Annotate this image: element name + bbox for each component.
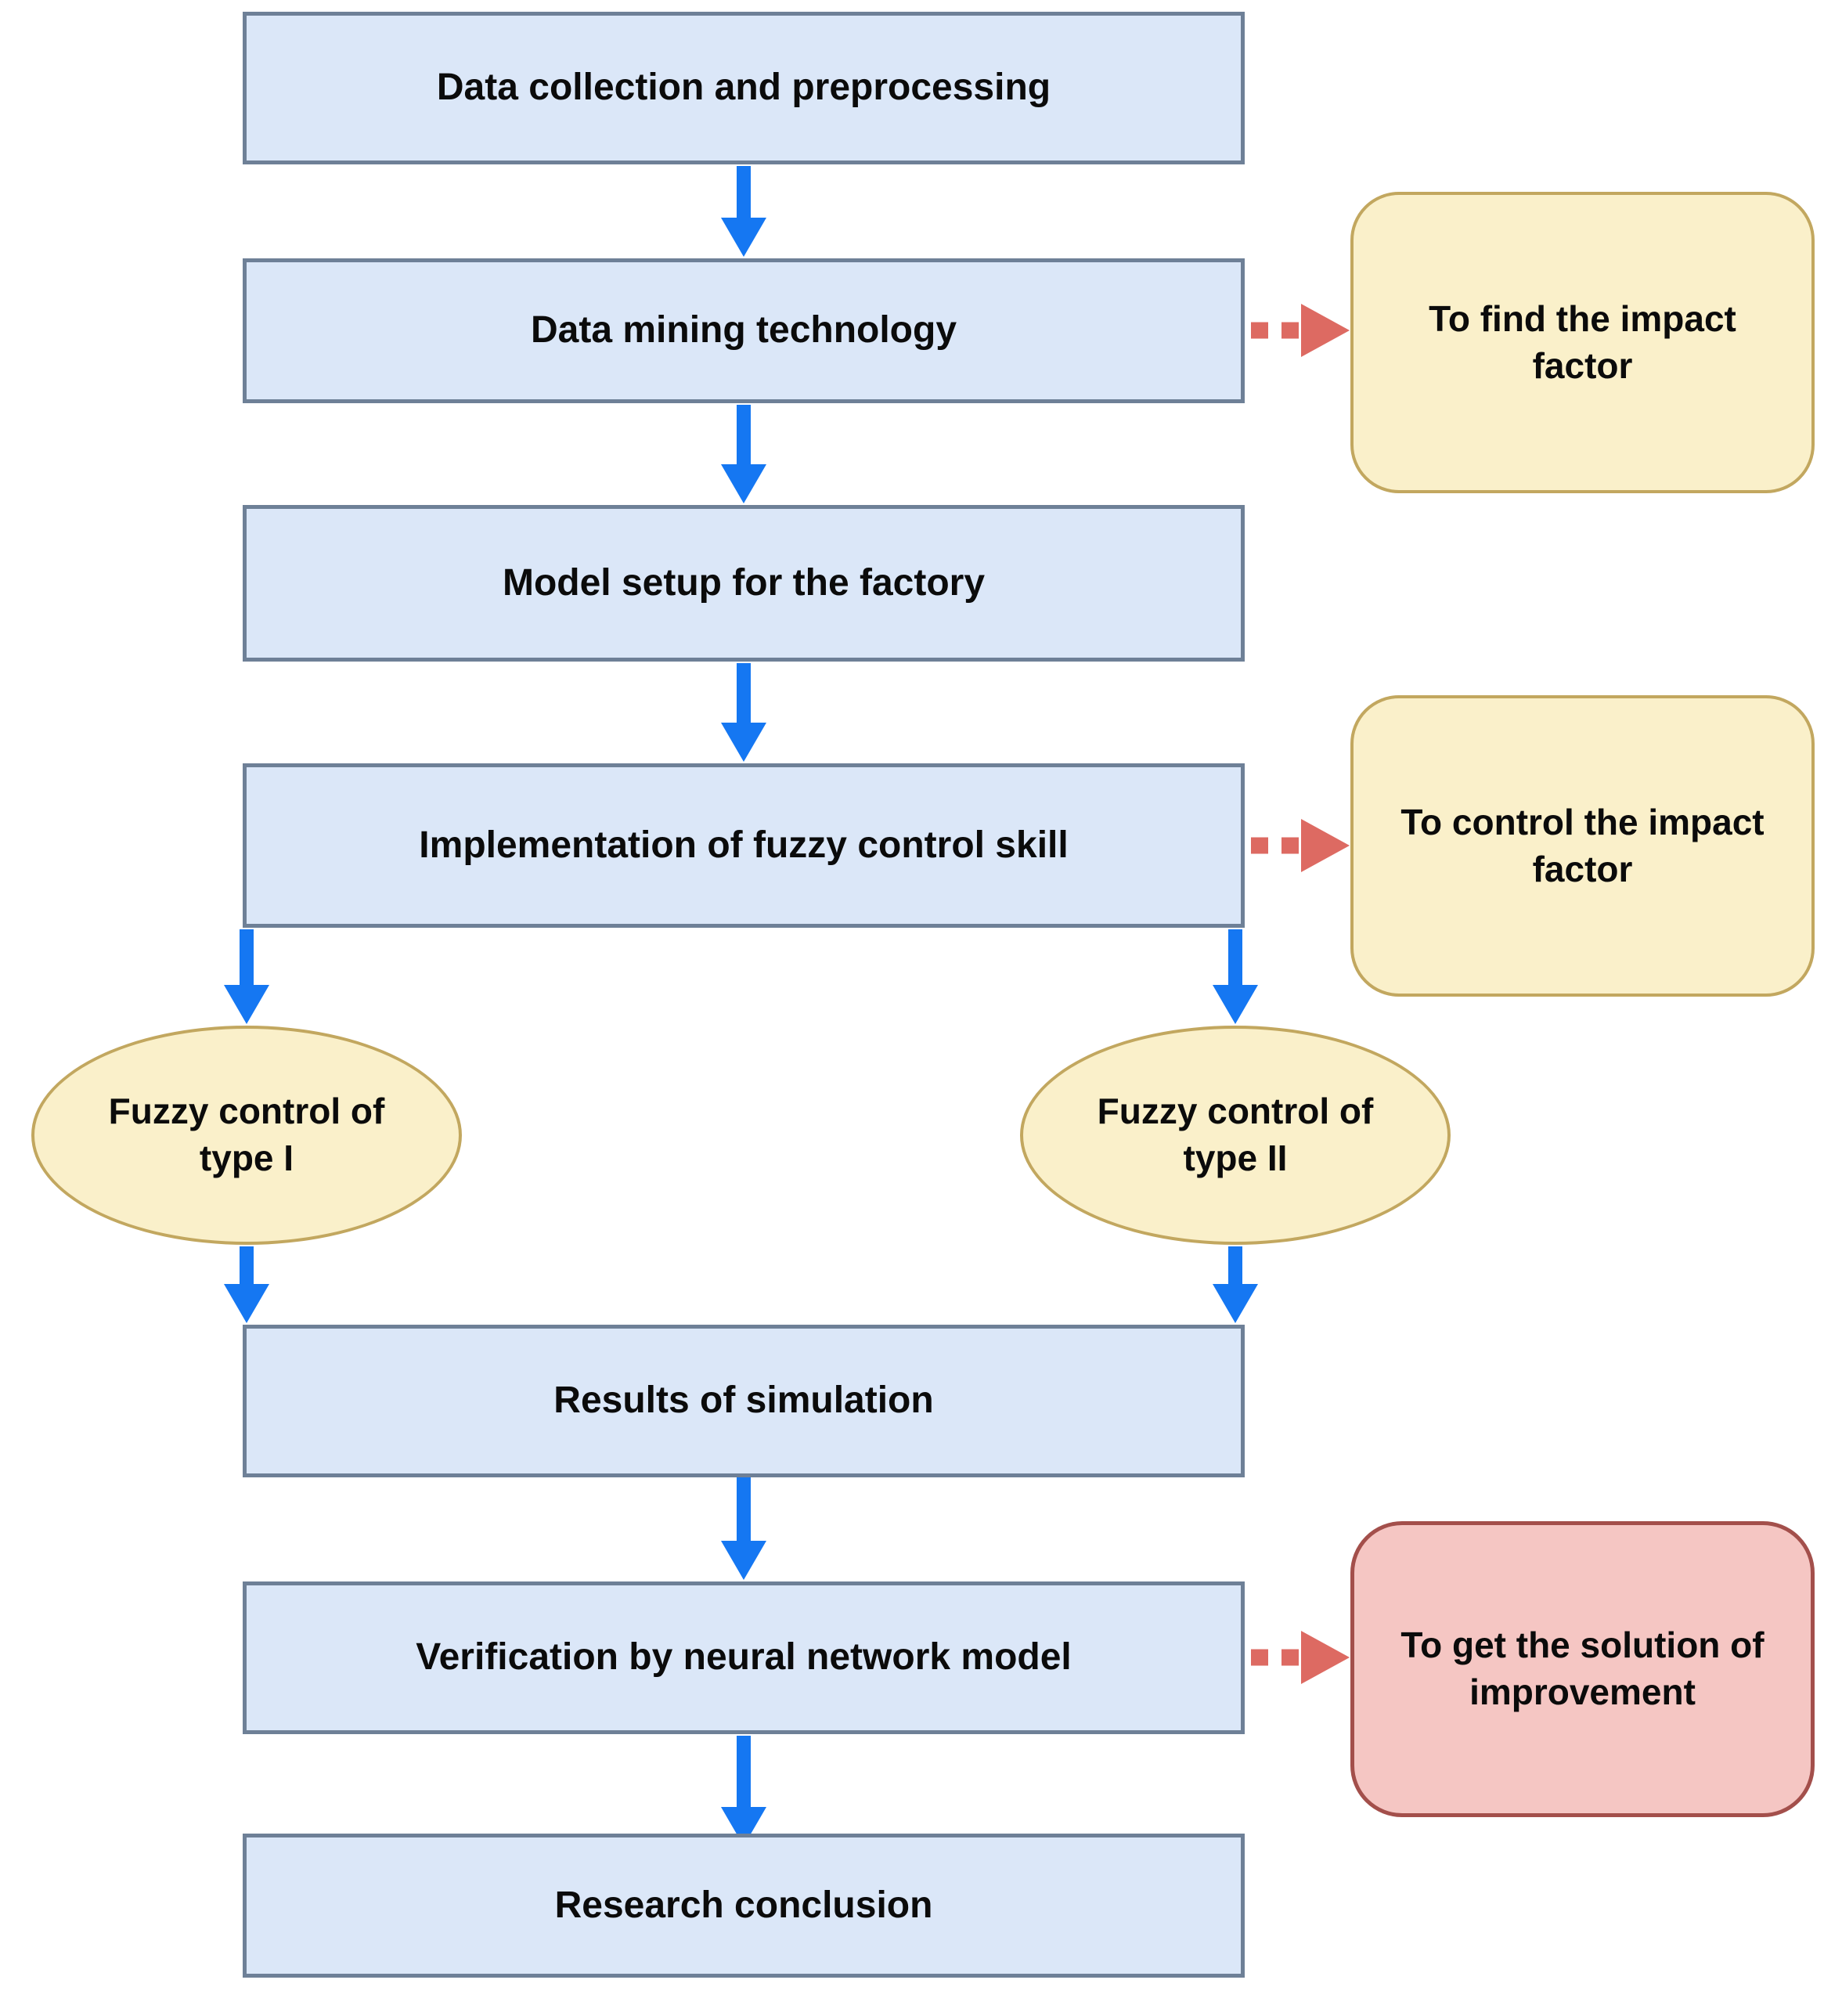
- node-label: Data collection and preprocessing: [436, 67, 1051, 109]
- dashed-arrow-right-icon: [1251, 304, 1350, 357]
- note-find-impact-factor[interactable]: To find the impact factor: [1350, 192, 1815, 493]
- node-results-simulation[interactable]: Results of simulation: [243, 1325, 1245, 1477]
- node-label: To control the impact factor: [1400, 801, 1765, 889]
- node-research-conclusion[interactable]: Research conclusion: [243, 1834, 1245, 1978]
- node-label: Fuzzy control of type II: [1097, 1091, 1374, 1178]
- node-label: Fuzzy control of type I: [108, 1091, 385, 1178]
- node-fuzzy-implementation[interactable]: Implementation of fuzzy control skill: [243, 763, 1245, 928]
- node-label: Model setup for the factory: [502, 561, 986, 604]
- node-label: Research conclusion: [554, 1884, 933, 1926]
- flow-arrow-down-icon: [224, 1246, 269, 1323]
- note-control-impact-factor[interactable]: To control the impact factor: [1350, 695, 1815, 997]
- node-data-mining[interactable]: Data mining technology: [243, 258, 1245, 403]
- note-solution-improvement[interactable]: To get the solution of improvement: [1350, 1521, 1815, 1817]
- node-label: To get the solution of improvement: [1400, 1625, 1765, 1712]
- flow-arrow-down-icon: [721, 405, 766, 503]
- branch-arrow-left-icon: [224, 929, 269, 1024]
- dashed-arrow-right-icon: [1251, 819, 1350, 872]
- node-fuzzy-type-1[interactable]: Fuzzy control of type I: [31, 1026, 462, 1245]
- node-model-setup[interactable]: Model setup for the factory: [243, 505, 1245, 662]
- node-verification[interactable]: Verification by neural network model: [243, 1581, 1245, 1734]
- flow-arrow-down-icon: [721, 1477, 766, 1580]
- node-label: To find the impact factor: [1429, 298, 1736, 386]
- flow-arrow-down-icon: [721, 166, 766, 257]
- dashed-arrow-right-icon: [1251, 1631, 1350, 1684]
- node-label: Data mining technology: [530, 309, 957, 352]
- node-label: Verification by neural network model: [416, 1636, 1072, 1679]
- flow-arrow-down-icon: [721, 663, 766, 762]
- node-fuzzy-type-2[interactable]: Fuzzy control of type II: [1020, 1026, 1451, 1245]
- node-label: Results of simulation: [553, 1379, 934, 1422]
- flow-arrow-down-icon: [1213, 1246, 1258, 1323]
- node-label: Implementation of fuzzy control skill: [419, 824, 1069, 866]
- node-data-collection[interactable]: Data collection and preprocessing: [243, 12, 1245, 164]
- branch-arrow-right-icon: [1213, 929, 1258, 1024]
- flow-arrow-down-icon: [721, 1736, 766, 1846]
